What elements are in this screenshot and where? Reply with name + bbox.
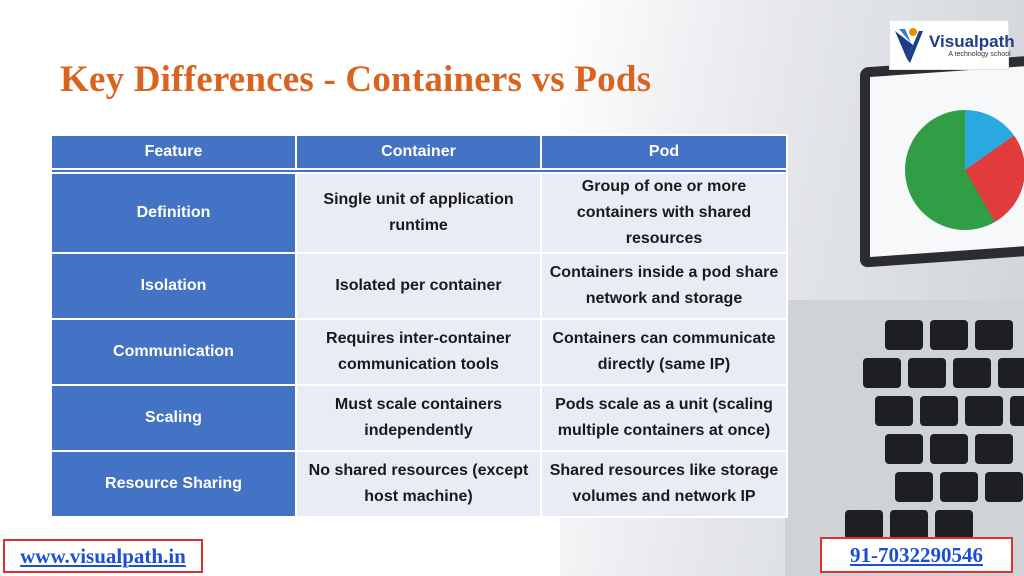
table-row: Communication Requires inter-container c… [50,318,788,386]
container-cell: Requires inter-container communication t… [295,318,542,386]
column-header-pod: Pod [540,134,788,170]
slide-title: Key Differences - Containers vs Pods [60,59,652,100]
column-header-container: Container [295,134,542,170]
phone-box: 91-7032290546 [820,537,1013,573]
pod-cell: Group of one or more containers with sha… [540,172,788,254]
visualpath-logo-icon [893,25,927,65]
visualpath-logo: Visualpath A technology school [889,20,1015,70]
pod-cell: Containers inside a pod share network an… [540,252,788,320]
feature-cell: Communication [50,318,297,386]
table-row: Resource Sharing No shared resources (ex… [50,450,788,518]
feature-cell: Resource Sharing [50,450,297,518]
website-box: www.visualpath.in [3,539,203,573]
feature-cell: Isolation [50,252,297,320]
keyboard-decoration [785,300,1024,576]
pie-chart-decoration [905,110,1024,230]
table-row: Isolation Isolated per container Contain… [50,252,788,320]
container-cell: Single unit of application runtime [295,172,542,254]
container-cell: Must scale containers independently [295,384,542,452]
phone-link[interactable]: 91-7032290546 [850,542,983,567]
feature-cell: Definition [50,172,297,254]
pod-cell: Shared resources like storage volumes an… [540,450,788,518]
table-row: Scaling Must scale containers independen… [50,384,788,452]
feature-cell: Scaling [50,384,297,452]
logo-name: Visualpath [929,31,1015,51]
website-link[interactable]: www.visualpath.in [20,543,186,568]
column-header-feature: Feature [50,134,297,170]
table-header-row: Feature Container Pod [50,134,788,170]
container-cell: Isolated per container [295,252,542,320]
comparison-table: Feature Container Pod Definition Single … [50,134,788,518]
pod-cell: Containers can communicate directly (sam… [540,318,788,386]
logo-tagline: A technology school [948,50,1011,58]
table-row: Definition Single unit of application ru… [50,172,788,254]
pod-cell: Pods scale as a unit (scaling multiple c… [540,384,788,452]
container-cell: No shared resources (except host machine… [295,450,542,518]
